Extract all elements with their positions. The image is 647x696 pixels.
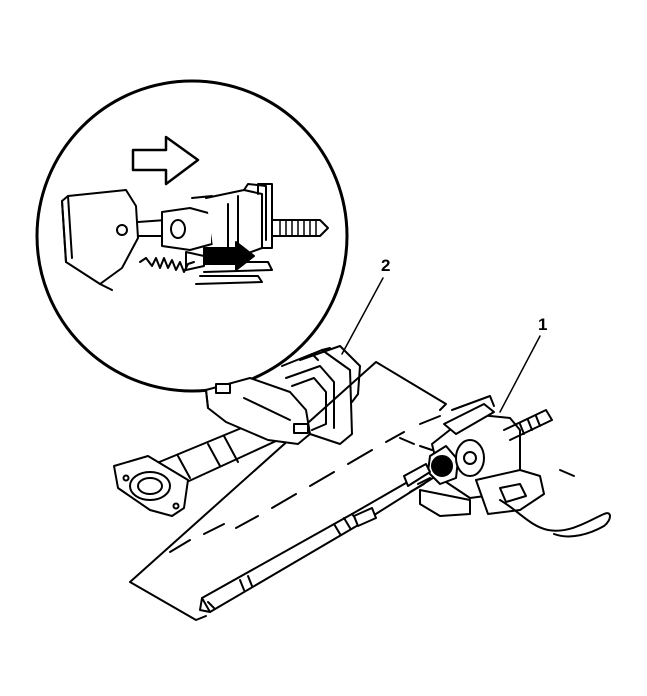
detail-left-housing bbox=[61, 189, 139, 291]
lower-flange bbox=[113, 455, 189, 517]
callout-2-label: 2 bbox=[381, 256, 391, 275]
detail-view bbox=[35, 79, 349, 393]
leader-line-2 bbox=[341, 277, 384, 355]
column-assembly bbox=[403, 395, 611, 538]
detail-threaded-rod bbox=[271, 219, 329, 237]
callout-1-label: 1 bbox=[538, 315, 548, 334]
upper-bracket bbox=[205, 345, 361, 445]
intermediate-shaft bbox=[199, 467, 437, 613]
detail-spring bbox=[145, 257, 195, 273]
leader-line-1 bbox=[499, 335, 541, 413]
floor-plane bbox=[129, 361, 575, 621]
release-arrow-icon bbox=[185, 241, 255, 271]
direction-arrow-right-icon bbox=[131, 135, 200, 186]
detail-bracket bbox=[195, 183, 273, 285]
detail-spring-end bbox=[139, 257, 147, 263]
detail-circle bbox=[35, 79, 349, 393]
detail-pivot bbox=[161, 195, 215, 251]
